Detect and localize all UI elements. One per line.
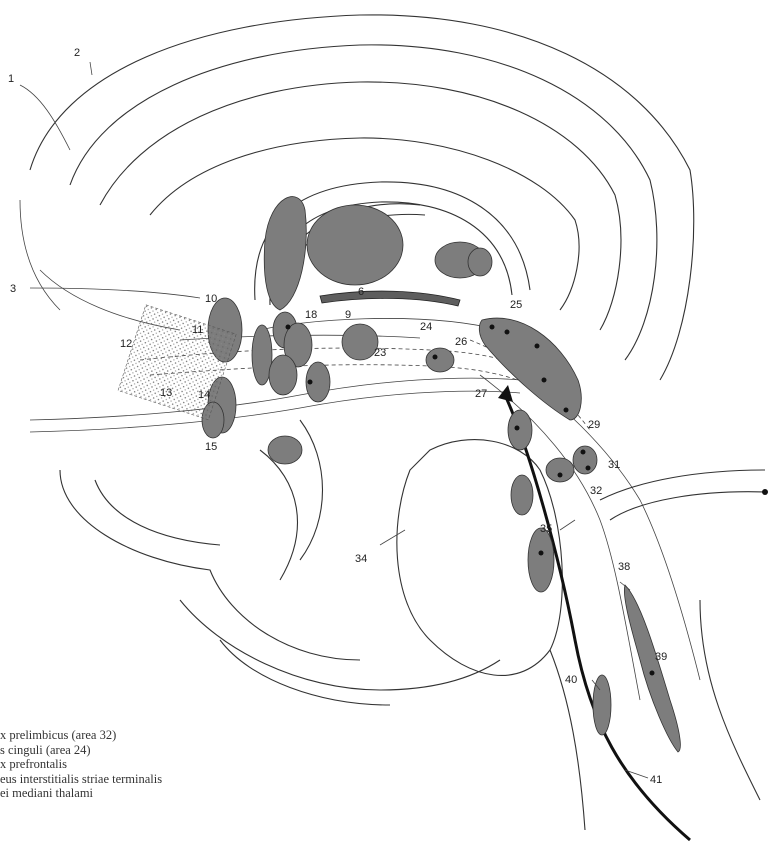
leader-lines bbox=[20, 62, 648, 778]
label-6: 6 bbox=[358, 286, 364, 298]
label-32: 32 bbox=[590, 485, 602, 497]
label-24: 24 bbox=[420, 321, 432, 333]
label-25: 25 bbox=[510, 299, 522, 311]
label-41: 41 bbox=[650, 774, 662, 786]
label-26: 26 bbox=[455, 336, 467, 348]
arrow-head bbox=[498, 385, 513, 402]
label-14: 14 bbox=[198, 389, 210, 401]
label-38: 38 bbox=[618, 561, 630, 573]
label-15: 15 bbox=[205, 441, 217, 453]
legend-item: x prefrontalis bbox=[0, 757, 360, 772]
label-1: 1 bbox=[8, 73, 14, 85]
label-23: 23 bbox=[374, 347, 386, 359]
legend-item: ei mediani thalami bbox=[0, 786, 360, 801]
label-35: 35 bbox=[540, 523, 552, 535]
label-9: 9 bbox=[345, 309, 351, 321]
label-40: 40 bbox=[565, 674, 577, 686]
nuclei bbox=[118, 197, 680, 752]
label-3: 3 bbox=[10, 283, 16, 295]
label-34: 34 bbox=[355, 553, 367, 565]
label-39: 39 bbox=[655, 651, 667, 663]
legend: x prelimbicus (area 32) s cinguli (area … bbox=[0, 728, 360, 801]
label-18: 18 bbox=[305, 309, 317, 321]
legend-item: s cinguli (area 24) bbox=[0, 743, 360, 758]
legend-item: eus interstitialis striae terminalis bbox=[0, 772, 360, 787]
label-29: 29 bbox=[588, 419, 600, 431]
label-12: 12 bbox=[120, 338, 132, 350]
label-13: 13 bbox=[160, 387, 172, 399]
legend-item: x prelimbicus (area 32) bbox=[0, 728, 360, 743]
label-11: 11 bbox=[192, 324, 203, 336]
label-31: 31 bbox=[608, 459, 620, 471]
label-2: 2 bbox=[74, 47, 80, 59]
label-27: 27 bbox=[475, 388, 487, 400]
label-10: 10 bbox=[205, 293, 217, 305]
